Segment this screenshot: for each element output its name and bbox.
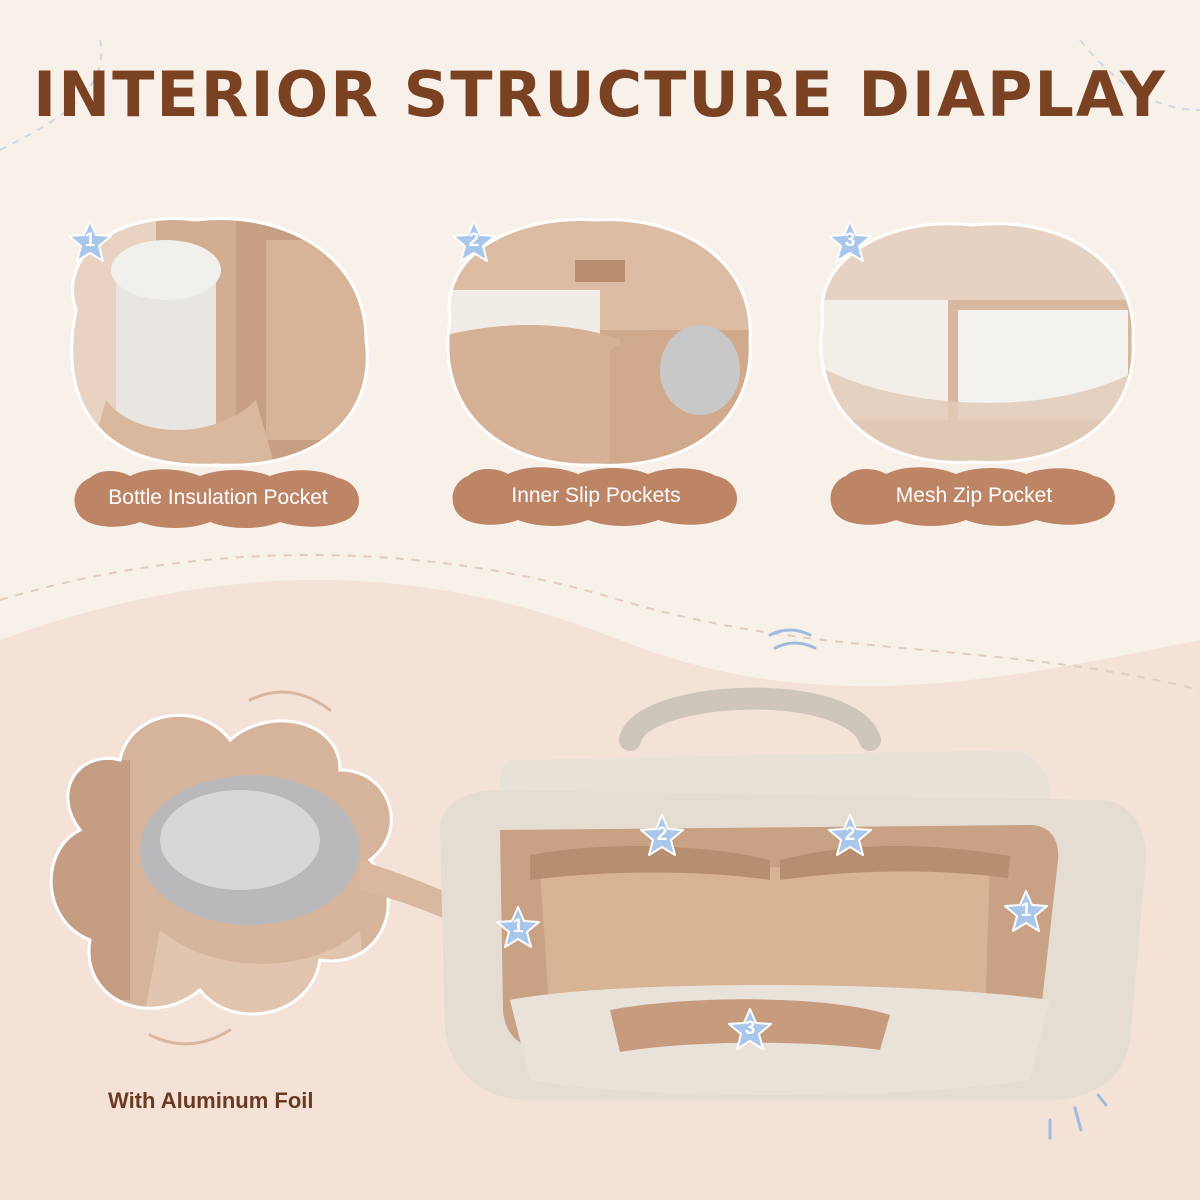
bag-star-badge-2b: 2 bbox=[826, 812, 874, 860]
star-badge-1: 1 bbox=[66, 218, 114, 266]
bag-star-badge-3: 3 bbox=[726, 1006, 774, 1054]
bag-star-badge-2a: 2 bbox=[638, 812, 686, 860]
foil-caption: With Aluminum Foil bbox=[108, 1088, 314, 1113]
slip-pockets-photo bbox=[430, 210, 760, 470]
star-badge-3: 3 bbox=[826, 218, 874, 266]
feature-label: Bottle Insulation Pocket bbox=[108, 486, 328, 509]
feature-label-pill: Inner Slip Pockets bbox=[448, 464, 744, 528]
bag-star-badge-1b: 1 bbox=[1002, 888, 1050, 936]
feature-label: Inner Slip Pockets bbox=[511, 484, 681, 507]
bag-star-badge-1a: 1 bbox=[494, 904, 542, 952]
star-badge-2: 2 bbox=[450, 218, 498, 266]
feature-label-pill: Mesh Zip Pocket bbox=[826, 464, 1122, 528]
bottle-pocket-photo bbox=[46, 210, 376, 470]
open-bag-photo bbox=[410, 680, 1180, 1110]
aluminum-foil-photo bbox=[40, 700, 510, 1040]
feature-label: Mesh Zip Pocket bbox=[895, 484, 1053, 507]
mesh-pocket-photo bbox=[808, 210, 1138, 470]
feature-label-pill: Bottle Insulation Pocket bbox=[70, 466, 366, 530]
page-title: INTERIOR STRUCTURE DIAPLAY bbox=[33, 58, 1167, 131]
